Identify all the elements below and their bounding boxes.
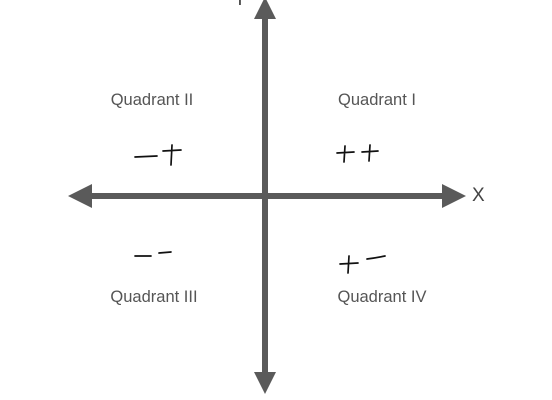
quadrant-ii-minus-mark [134, 155, 158, 158]
quadrant-iii-minus-mark-2 [158, 251, 172, 254]
quadrant-ii-signs: − + [134, 144, 182, 166]
x-axis-right-arrowhead [442, 184, 466, 208]
y-axis-label: Y [234, 0, 247, 10]
quadrant-i-plus-mark-1 [336, 145, 355, 163]
quadrant-ii-label: Quadrant II [111, 91, 194, 109]
x-axis-label: X [472, 185, 485, 206]
quadrant-iv-label: Quadrant IV [338, 288, 427, 306]
quadrant-i-label: Quadrant I [338, 91, 416, 109]
quadrant-iii-label: Quadrant III [110, 288, 197, 306]
quadrant-iv-signs: + − [339, 255, 386, 274]
quadrant-ii-plus-mark [162, 144, 182, 166]
quadrant-i-signs: + + [336, 144, 379, 163]
y-axis-bottom-arrowhead [254, 372, 276, 394]
y-axis-top-arrowhead [254, 0, 276, 19]
x-axis-left-arrowhead [68, 184, 92, 208]
x-axis: X [68, 184, 485, 208]
y-axis: Y [234, 0, 276, 394]
quadrant-iv-plus-mark [339, 255, 359, 274]
quadrant-i-plus-mark-2 [361, 144, 379, 162]
quadrant-iv-minus-mark [366, 255, 386, 260]
quadrant-iii-signs: − − [134, 251, 172, 257]
